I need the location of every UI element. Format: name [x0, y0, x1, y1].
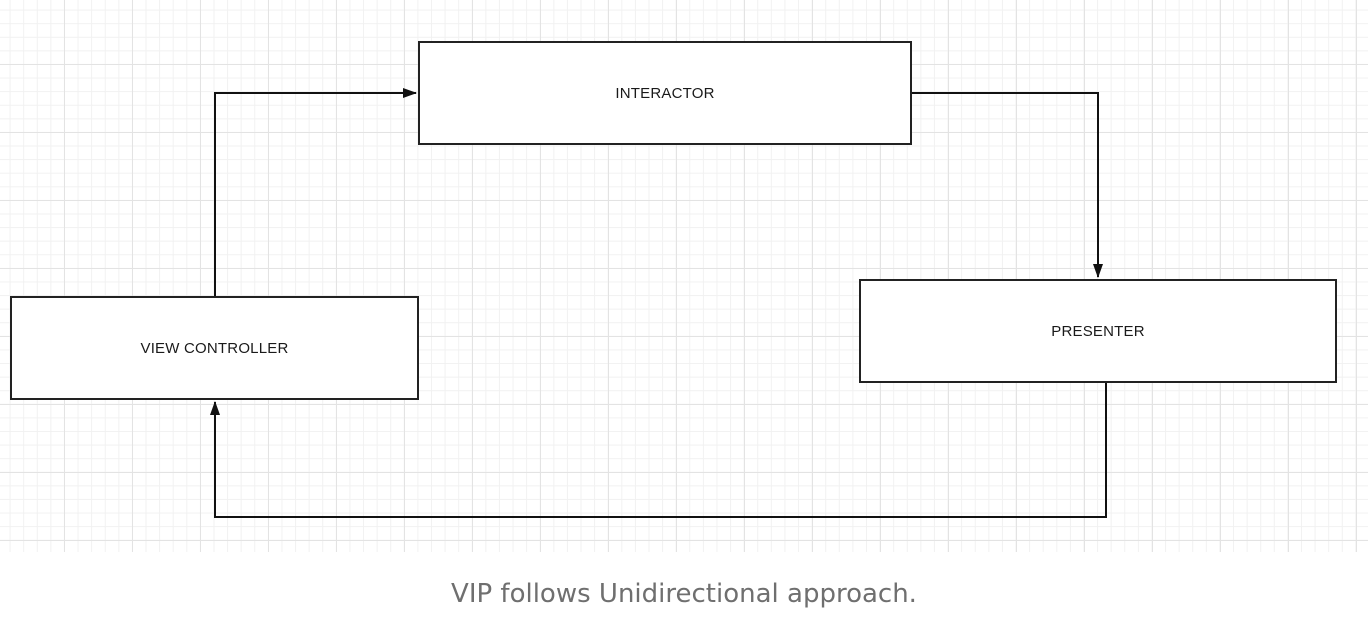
connectors	[210, 88, 1107, 518]
interactor-node[interactable]: INTERACTOR	[418, 41, 912, 145]
figure-caption: VIP follows Unidirectional approach.	[451, 579, 917, 609]
presenter-node[interactable]: PRESENTER	[859, 279, 1337, 383]
interactor-label: INTERACTOR	[615, 84, 715, 102]
edge-presenter-to-view	[210, 383, 1107, 518]
edge-view-to-interactor	[214, 88, 417, 296]
view-controller-label: VIEW CONTROLLER	[140, 339, 289, 357]
edge-interactor-to-presenter	[912, 92, 1103, 278]
diagram-canvas: INTERACTOR PRESENTER VIEW CONTROLLER	[0, 0, 1368, 552]
presenter-label: PRESENTER	[1051, 322, 1145, 340]
view-controller-node[interactable]: VIEW CONTROLLER	[10, 296, 419, 400]
